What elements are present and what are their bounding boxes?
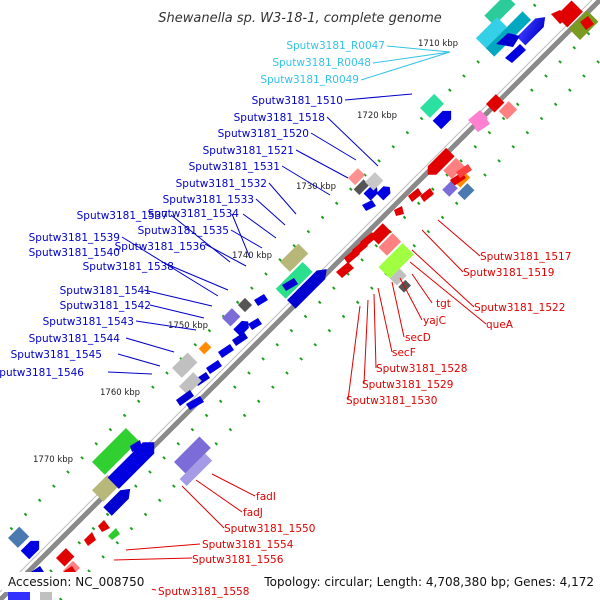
gene-label[interactable]: Sputw3181_1535 <box>138 225 229 237</box>
gene-label[interactable]: Sputw3181_1541 <box>60 285 151 297</box>
gene-label[interactable]: Sputw3181_1536 <box>115 241 207 253</box>
gene-label[interactable]: Sputw3181_1534 <box>148 208 240 220</box>
gene-label[interactable]: Sputw3181_1545 <box>11 349 102 361</box>
kbp-tick: 1720 kbp <box>357 111 397 121</box>
kbp-tick: 1750 kbp <box>168 321 208 331</box>
gc-track-outer-left <box>0 0 542 543</box>
gene-label[interactable]: Sputw3181_1546 <box>0 367 84 379</box>
gene-label[interactable]: Sputw3181_1537 <box>77 210 168 222</box>
gene-label[interactable]: secD <box>405 332 431 344</box>
genome-summary-text: Topology: circular; Length: 4,708,380 bp… <box>263 575 594 589</box>
gene-label[interactable]: Sputw3181_1532 <box>176 178 267 190</box>
gene-label[interactable]: Sputw3181_1544 <box>29 333 121 345</box>
gene-label[interactable]: tgt <box>436 298 451 310</box>
leaders-cyan <box>360 45 451 81</box>
gene-label[interactable]: Sputw3181_1531 <box>189 161 280 173</box>
accession-text: Accession: NC_008750 <box>8 575 144 589</box>
gene-label[interactable]: Sputw3181_1522 <box>474 302 565 314</box>
gene-label[interactable]: Sputw3181_R0048 <box>272 57 371 69</box>
labels-blue-group: Sputw3181_1510 Sputw3181_1518 Sputw3181_… <box>0 95 343 379</box>
kbp-tick: 1710 kbp <box>418 39 458 49</box>
kbp-tick: 1760 kbp <box>100 388 140 398</box>
gene-label[interactable]: Sputw3181_1539 <box>29 232 120 244</box>
footer-accession-bg <box>2 572 152 592</box>
forward-strand-features <box>8 0 546 600</box>
gene-label[interactable]: Sputw3181_1543 <box>43 316 134 328</box>
gene-label[interactable]: Sputw3181_1517 <box>480 251 571 263</box>
labels-red-group: Sputw3181_1517 Sputw3181_1519 Sputw3181_… <box>158 251 571 598</box>
gene-label[interactable]: Sputw3181_1519 <box>463 267 554 279</box>
gene-label[interactable]: Sputw3181_1538 <box>83 261 174 273</box>
gene-label[interactable]: Sputw3181_1556 <box>192 554 284 566</box>
gene-label[interactable]: Sputw3181_1540 <box>29 247 120 259</box>
gene-label[interactable]: Sputw3181_R0047 <box>286 40 385 52</box>
gene-label[interactable]: secF <box>392 347 416 359</box>
map-title: Shewanella sp. W3-18-1, complete genome <box>158 11 441 26</box>
gene-label[interactable]: Sputw3181_1529 <box>362 379 453 391</box>
leaders-red <box>97 219 487 591</box>
labels-cyan-group: Sputw3181_R0047 Sputw3181_R0048 Sputw318… <box>260 40 385 86</box>
gene-label[interactable]: Sputw3181_1542 <box>60 300 151 312</box>
gc-track-outer-right <box>58 57 600 600</box>
gene-label[interactable]: Sputw3181_1528 <box>376 363 467 375</box>
gene-label[interactable]: Sputw3181_1554 <box>202 539 294 551</box>
gene-label[interactable]: Sputw3181_1521 <box>203 145 294 157</box>
gene-label[interactable]: Sputw3181_R0049 <box>260 74 359 86</box>
gene-label[interactable]: Sputw3181_1558 <box>158 586 249 598</box>
gene-label[interactable]: Sputw3181_1510 <box>252 95 343 107</box>
gene-label[interactable]: fadI <box>256 491 276 503</box>
footer-summary-bg <box>258 572 598 592</box>
gene-label[interactable]: Sputw3181_1530 <box>346 395 437 407</box>
gene-label[interactable]: yajC <box>423 315 446 327</box>
gene-label[interactable]: Sputw3181_1533 <box>163 194 254 206</box>
gene-label[interactable]: Sputw3181_1518 <box>234 112 325 124</box>
gene-label[interactable]: Sputw3181_1520 <box>218 128 309 140</box>
gene-label[interactable]: Sputw3181_1550 <box>224 523 315 535</box>
gene-label[interactable]: queA <box>486 319 514 331</box>
kbp-tick: 1740 kbp <box>232 251 272 261</box>
leaders-blue <box>107 93 413 375</box>
gene-label[interactable]: fadJ <box>243 507 263 519</box>
kbp-tick: 1770 kbp <box>33 455 73 465</box>
reverse-strand-features <box>40 0 599 600</box>
